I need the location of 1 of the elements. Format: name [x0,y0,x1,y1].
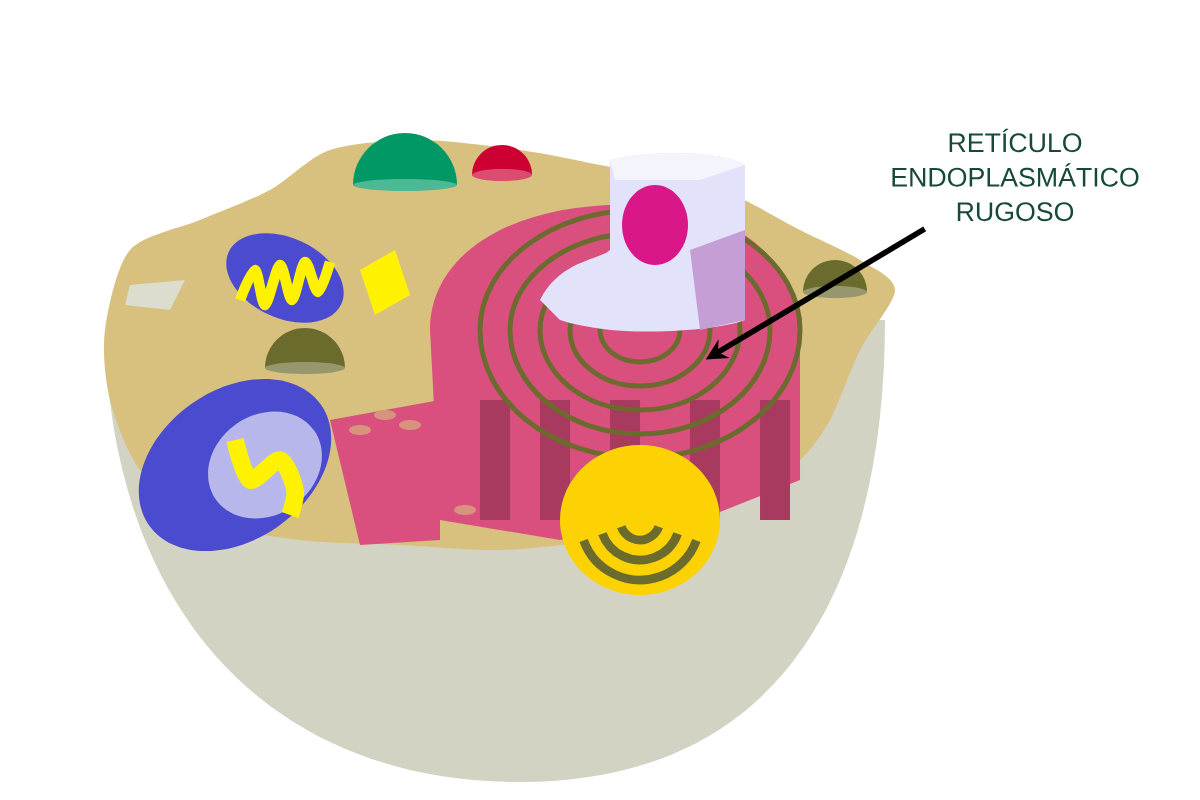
label-text: RETÍCULO ENDOPLASMÁTICO RUGOSO [892,128,1139,222]
